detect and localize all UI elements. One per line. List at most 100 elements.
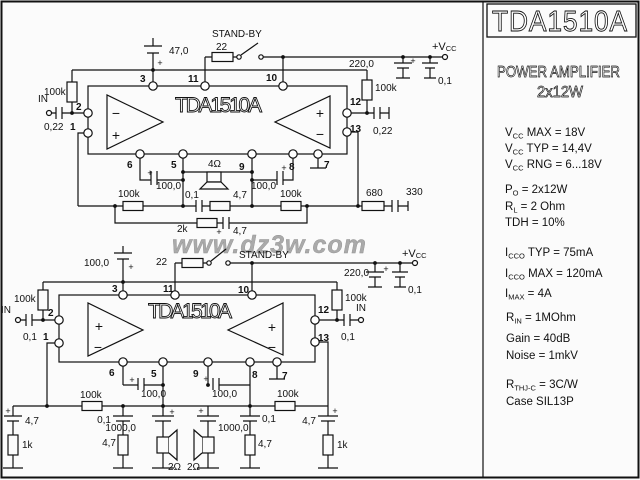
c1-pin8: 8 — [289, 162, 295, 173]
c2-speaker-left-driver — [156, 436, 170, 454]
spec-po: PO = 2x12W — [505, 184, 568, 198]
c2-plus-cout-r: + — [198, 406, 203, 416]
c1-ampR-plus: + — [316, 105, 324, 121]
spec-rl: RL = 2 Ohm — [505, 201, 565, 215]
spec-rin: RIN = 1MOhm — [506, 312, 576, 326]
c2-speaker-right-2ohm — [193, 428, 215, 462]
c2-vcc-label: +VCC — [402, 248, 427, 260]
spec-gain: Gain = 40dB — [506, 333, 571, 345]
c2-pin8: 8 — [252, 370, 258, 381]
c1-plus-boot-l: + — [147, 168, 152, 178]
c1-cout12-value: 0,22 — [373, 126, 393, 137]
c2-in-left-label: IN — [1, 305, 11, 316]
c1-vcc-label: +VCC — [432, 41, 457, 53]
c1-rfb-l-value: 100k — [118, 189, 141, 200]
c1-rgain-value: 2k — [177, 224, 189, 235]
c2-resistor-zobel-right-4,7 — [244, 434, 256, 456]
c1-vcc-terminal — [441, 53, 449, 61]
spec-vcc-typ: VCC TYP = 14,4V — [505, 143, 592, 157]
c2-resistor-zobel-left-4,7 — [117, 434, 129, 456]
c2-speaker-left-horn — [168, 428, 178, 462]
c2-pin12: 12 — [318, 305, 330, 316]
c1-standby-switch — [240, 42, 259, 56]
c2-plus-boot-l: + — [129, 375, 134, 385]
c2-spk-l-value: 2Ω — [168, 462, 182, 473]
spec-case: Case SIL13P — [506, 396, 574, 408]
panel-subtitle1: POWER AMPLIFIER — [497, 64, 620, 81]
c1-switch-contact-b — [258, 54, 264, 60]
c1-standby-label: STAND-BY — [212, 29, 262, 40]
c1-ampL-plus: + — [112, 127, 120, 143]
c1-pin3: 3 — [140, 74, 146, 85]
c1-rfb-r-value: 100k — [280, 189, 303, 200]
c2-plus-boot-r: + — [203, 374, 208, 384]
c2-opamp-right — [226, 302, 284, 356]
spec-panel: TDA1510A POWER AMPLIFIER 2x12W VCC MAX =… — [482, 2, 637, 477]
c2-cripple-value: 100,0 — [84, 258, 109, 269]
c2-pin11: 11 — [163, 284, 174, 295]
c2-resistors — [7, 257, 343, 456]
panel-subtitle2: 2x12W — [537, 84, 584, 101]
panel-title: TDA1510A — [492, 6, 628, 38]
c1-speaker-value: 4Ω — [208, 159, 222, 170]
c1-ampR-minus: − — [316, 126, 324, 142]
c1-cboot-l-value: 100,0 — [156, 181, 181, 192]
c2-resistor-end-left-1k — [7, 434, 19, 456]
c2-pin3: 3 — [112, 284, 118, 295]
c2-in-right-label: IN — [356, 303, 366, 314]
c1-pin11: 11 — [188, 74, 199, 85]
c2-switch-contact-a — [206, 260, 212, 266]
spec-vcc-max: VCC MAX = 18V — [505, 127, 586, 141]
c1-pin10: 10 — [266, 73, 278, 84]
c2-rbias-left-value: 100k — [14, 294, 37, 305]
c1-rout-value: 680 — [366, 188, 383, 199]
spec-vcc-rng: VCC RNG = 6...18V — [505, 159, 602, 173]
c1-input-terminal — [45, 109, 53, 117]
c2-resistor-bias-left-100k — [37, 289, 49, 311]
c2-pin10: 10 — [238, 285, 250, 296]
c2-input-left-terminal — [14, 316, 22, 324]
c1-plus-47: + — [157, 58, 162, 68]
amplifier-circuit-1: IN 0,22 100k 47,0 STAND-BY 22 220,0 0,1 … — [38, 29, 457, 237]
c2-cin-right-value: 0,1 — [341, 332, 355, 343]
c1-cripple-value: 47,0 — [169, 46, 189, 57]
c2-plus-220: + — [383, 264, 388, 274]
c2-opamp-left — [87, 302, 145, 357]
c1-speaker-horn — [198, 181, 230, 190]
c2-pin6: 6 — [109, 368, 115, 379]
c1-plus-gain: + — [216, 227, 221, 237]
c1-plus-220: + — [410, 56, 415, 66]
c1-pin12: 12 — [350, 97, 362, 108]
c1-cboot-r-value: 100,0 — [251, 181, 276, 192]
c2-standby-label: STAND-BY — [239, 250, 289, 261]
c2-resistor-fb-right-100k — [274, 400, 296, 412]
c2-csupply2-value: 0,1 — [408, 285, 422, 296]
c1-resistor-fb-right-100k — [280, 200, 302, 212]
c1-pin1: 1 — [70, 122, 76, 133]
spec-rthj: RTHJ-C = 3C/W — [506, 379, 578, 393]
c2-rfb-r-value: 100k — [277, 389, 300, 400]
c2-speaker-right-driver — [201, 436, 215, 454]
c2-resistor-standby-22 — [181, 257, 204, 269]
c1-resistor-fb-left-100k — [122, 200, 144, 212]
c2-rfb-l-value: 100k — [80, 390, 103, 401]
c1-cin-value: 0,22 — [44, 122, 64, 133]
c2-cboot-l-value: 100,0 — [141, 389, 166, 400]
c1-speaker-driver — [206, 171, 222, 183]
c2-resistor-bias-right-100k — [331, 289, 343, 311]
c2-speaker-left-2ohm — [156, 428, 178, 462]
c1-rstandby-value: 22 — [216, 42, 228, 53]
c1-pin13: 13 — [350, 124, 362, 135]
c2-pin5: 5 — [151, 369, 157, 380]
c2-plus-end-l: + — [5, 406, 10, 416]
c2-cend-r-value: 4,7 — [302, 416, 316, 427]
c2-ampL-plus: + — [95, 318, 103, 334]
c1-pin9: 9 — [239, 162, 245, 173]
c2-vcc-terminal — [411, 259, 419, 267]
c1-resistor-vcc-100k — [361, 79, 373, 101]
c1-in-label: IN — [38, 94, 48, 105]
c1-czobel-value: 0,1 — [185, 190, 199, 201]
c2-plus-ripple: + — [128, 262, 133, 272]
